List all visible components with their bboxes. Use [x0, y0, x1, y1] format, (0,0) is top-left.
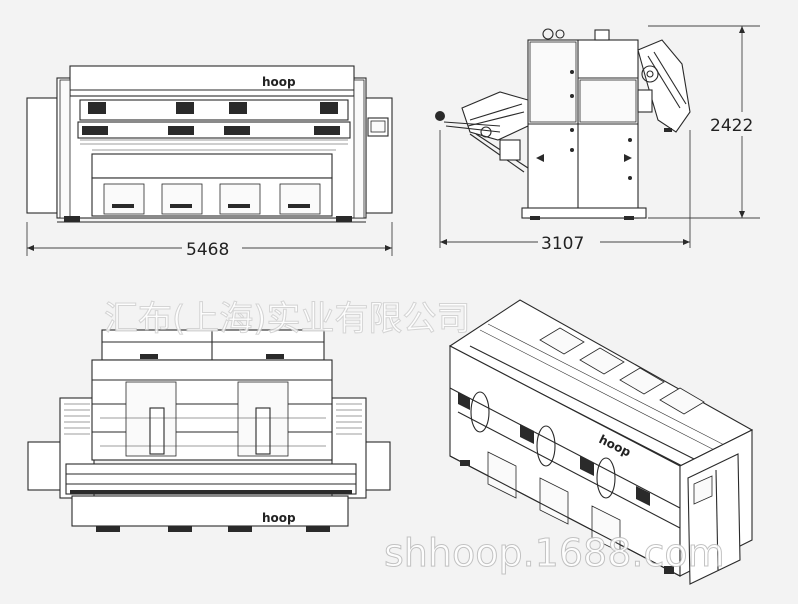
rear-logo: hoop — [262, 511, 296, 525]
left-side-cabinet — [26, 97, 58, 214]
depth-dimension-value: 3107 — [541, 234, 584, 254]
depth-dimension: 3107 — [439, 130, 691, 254]
watermark-company: 汇布(上海)实业有限公司 — [104, 299, 471, 339]
front-view: hoop — [26, 65, 393, 260]
front-lower-compartments — [103, 183, 321, 215]
front-feed-heads — [77, 99, 351, 151]
front-logo: hoop — [262, 75, 296, 89]
width-dimension-value: 5468 — [186, 240, 229, 260]
watermark-url: shhoop.1688.com — [384, 531, 725, 575]
rear-right-cabinet — [363, 441, 391, 491]
isometric-view: hoop — [448, 299, 754, 585]
side-right-arm — [637, 39, 691, 133]
height-dimension-value: 2422 — [710, 116, 753, 136]
iso-top-details — [479, 323, 739, 459]
rear-base — [71, 495, 349, 527]
rear-view: hoop — [27, 329, 391, 532]
side-view: 3107 2422 — [435, 25, 776, 254]
front-top-header — [69, 65, 355, 97]
rear-side-grilles — [64, 403, 362, 435]
height-dimension: 2422 — [648, 25, 776, 219]
rear-top-frame — [101, 329, 325, 361]
rear-left-cabinet — [27, 441, 63, 491]
right-side-cabinet — [365, 97, 393, 214]
width-dimension: 5468 — [26, 222, 393, 260]
side-left-arm — [435, 91, 529, 173]
rear-conveyor — [65, 463, 357, 495]
